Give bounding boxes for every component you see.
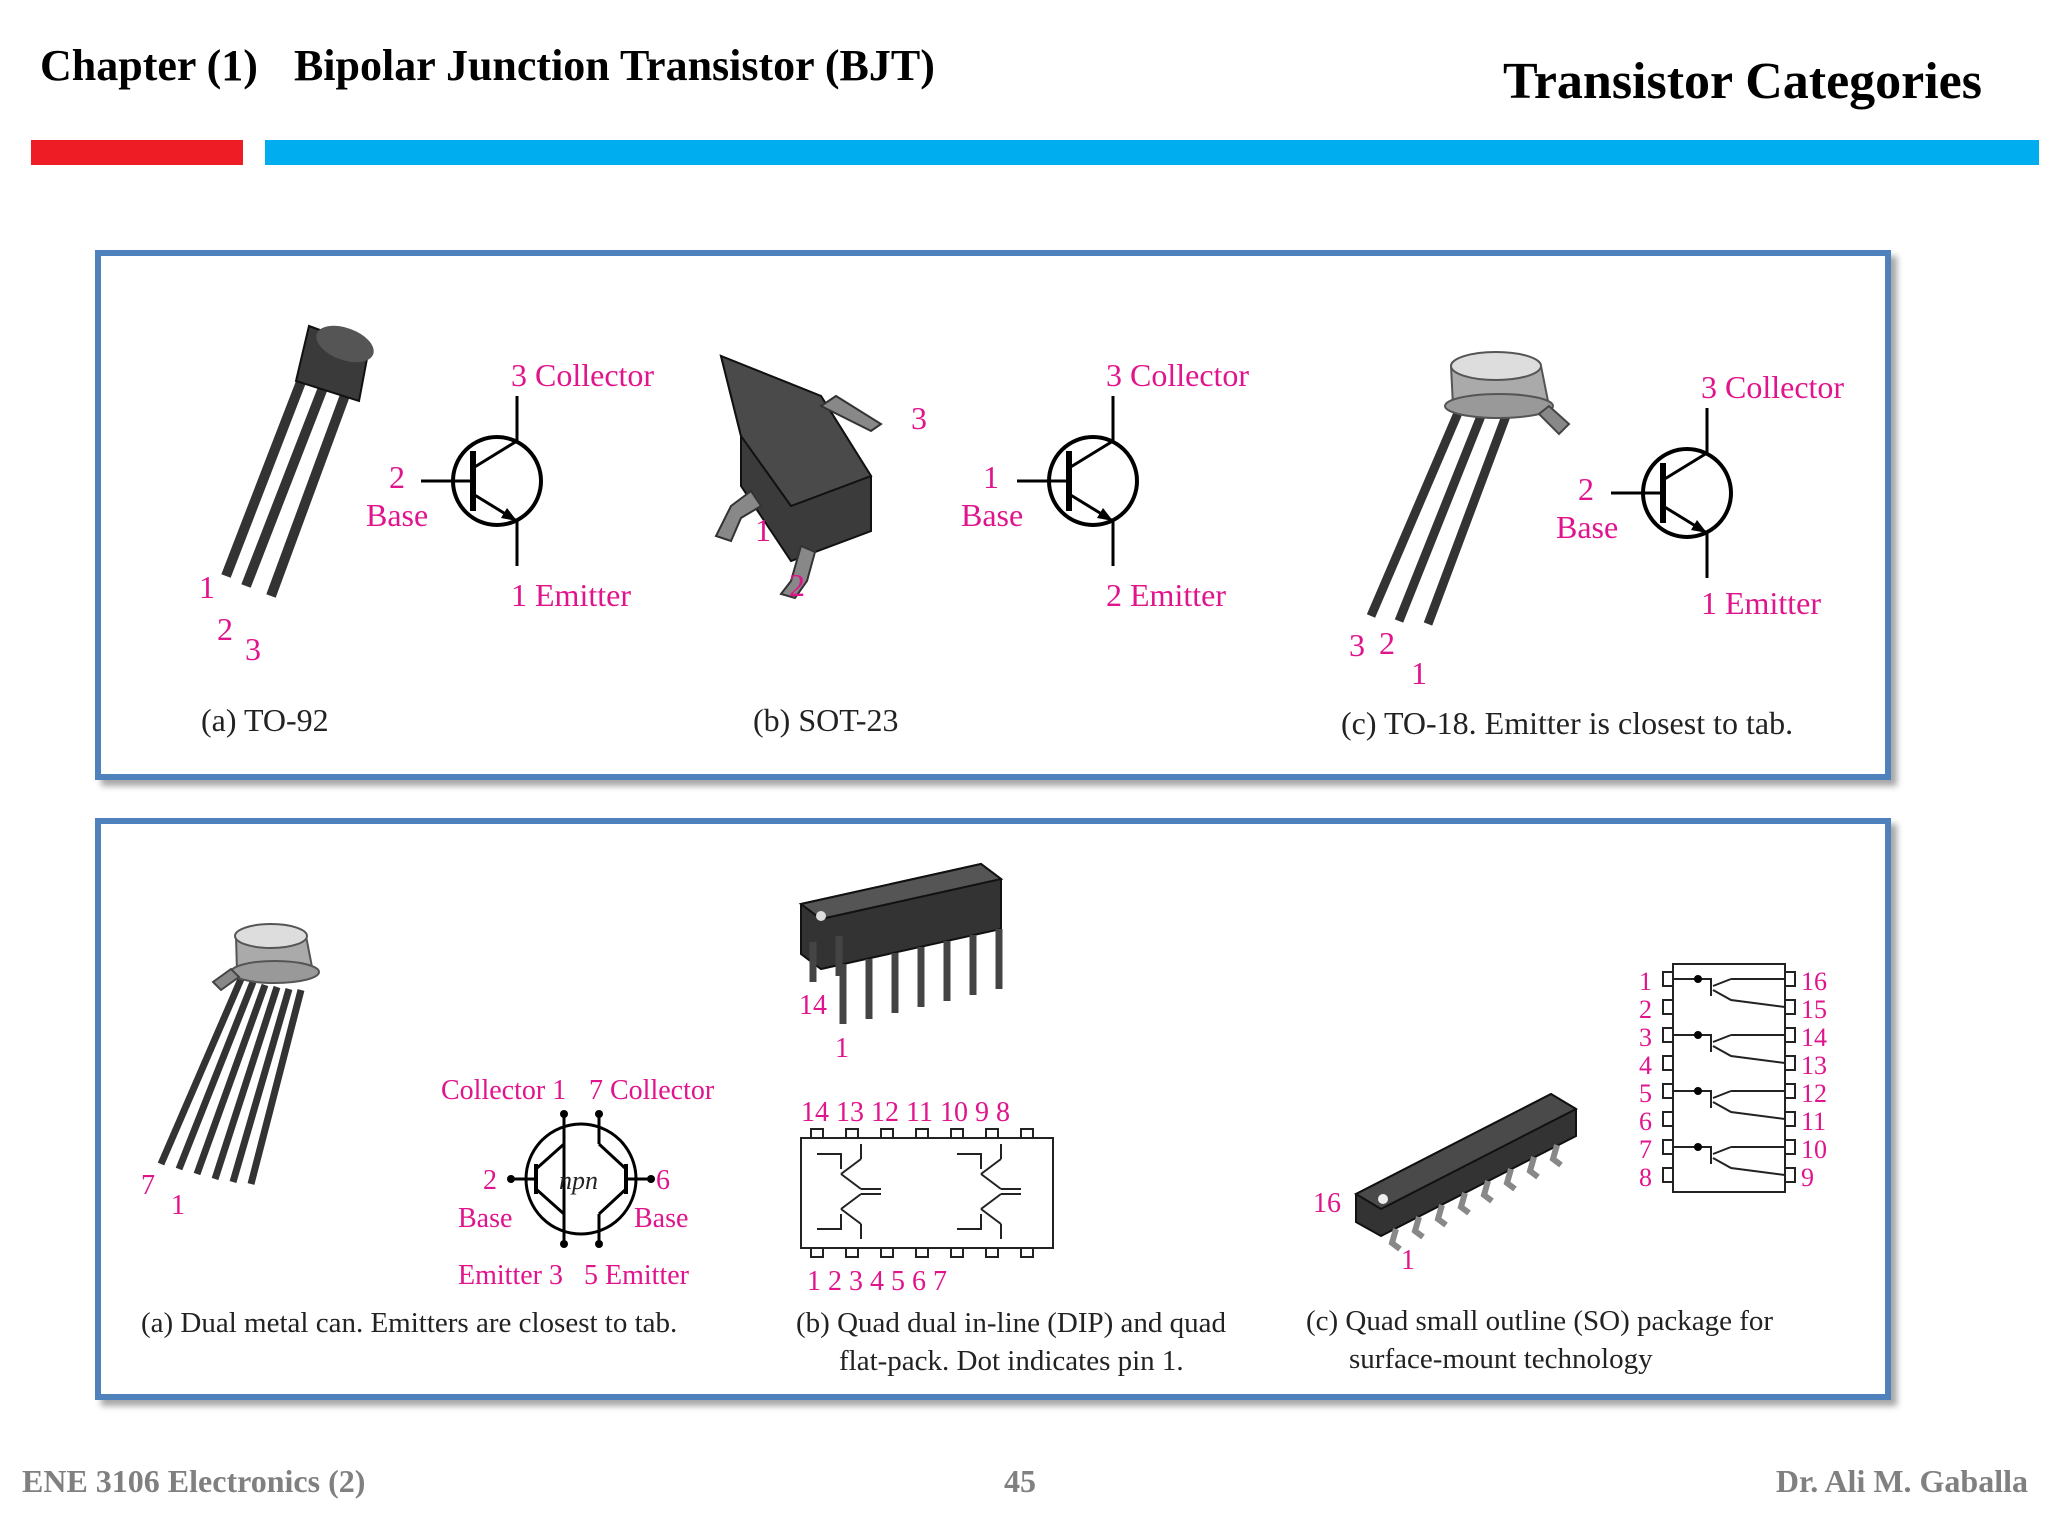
- dip-caption-line2: flat-pack. Dot indicates pin 1.: [839, 1345, 1184, 1377]
- dual-emitter-right: 5 Emitter: [584, 1260, 690, 1291]
- dual-npn-label: npn: [559, 1166, 598, 1195]
- to18-base-number: 2: [1578, 471, 1594, 507]
- dual-base-left-label: Base: [458, 1203, 512, 1234]
- chapter-heading: Chapter (1) Bipolar Junction Transistor (…: [40, 40, 935, 91]
- topic-title: Transistor Categories: [1503, 53, 1982, 110]
- dual-npn-symbol: [507, 1110, 655, 1248]
- to92-collector-label: 3 Collector: [511, 357, 654, 393]
- dip-caption-line1: (b) Quad dual in-line (DIP) and quad: [796, 1307, 1227, 1339]
- to18-npn-symbol: [1611, 408, 1733, 578]
- dual-pin7: 7: [141, 1170, 155, 1201]
- dual-caption: (a) Dual metal can. Emitters are closest…: [141, 1307, 677, 1339]
- dip-pin1-label: 1: [835, 1033, 849, 1064]
- sot23-collector-label: 3 Collector: [1106, 357, 1249, 393]
- so-left-pin: 3: [1639, 1023, 1652, 1052]
- dip-schematic: [800, 1128, 1054, 1258]
- to18-pin1: 1: [1411, 655, 1427, 691]
- so-right-pin: 13: [1801, 1051, 1827, 1080]
- footer-page-number: 45: [1004, 1463, 1036, 1499]
- footer-course: ENE 3106 Electronics (2): [22, 1463, 366, 1499]
- dip-top-pin-numbers: 14 13 12 11 10 9 8: [801, 1097, 1010, 1128]
- so-pin16-label: 16: [1313, 1188, 1341, 1219]
- to18-collector-label: 3 Collector: [1701, 369, 1844, 405]
- dual-base-right-number: 6: [656, 1165, 670, 1196]
- to92-pin3: 3: [245, 631, 261, 667]
- so-caption-line2: surface-mount technology: [1349, 1343, 1653, 1375]
- so-left-pin: 1: [1639, 967, 1652, 996]
- so-left-pin: 6: [1639, 1107, 1652, 1136]
- sot23-base-number: 1: [983, 459, 999, 495]
- dual-collector-left: Collector 1: [441, 1075, 566, 1106]
- to92-base-label: Base: [366, 497, 428, 533]
- sot23-pin2: 2: [789, 567, 805, 603]
- sot23-package-drawing: [714, 354, 883, 600]
- sot23-base-label: Base: [961, 497, 1023, 533]
- so-package-drawing: [1353, 1092, 1579, 1252]
- so-right-pin: 12: [1801, 1079, 1827, 1108]
- to18-pin2: 2: [1379, 625, 1395, 661]
- sot23-emitter-label: 2 Emitter: [1106, 577, 1226, 613]
- to18-base-label: Base: [1556, 509, 1618, 545]
- to92-base-number: 2: [389, 459, 405, 495]
- so-left-pin: 5: [1639, 1079, 1652, 1108]
- to18-pin3: 3: [1349, 627, 1365, 663]
- chapter-number: Chapter (1): [40, 41, 258, 90]
- so-right-pin: 10: [1801, 1135, 1827, 1164]
- to18-caption: (c) TO-18. Emitter is closest to tab.: [1341, 705, 1793, 741]
- footer-author: Dr. Ali M. Gaballa: [1775, 1463, 2028, 1499]
- so-left-pin: 8: [1639, 1163, 1652, 1192]
- sot23-pin3: 3: [911, 400, 927, 436]
- so-right-pin: 9: [1801, 1163, 1814, 1192]
- to92-pin2: 2: [217, 611, 233, 647]
- so-right-pin-numbers: 16 15 14 13 12 11 10 9: [1801, 967, 1827, 1192]
- to18-package-drawing: [1366, 351, 1571, 626]
- dual-base-left-number: 2: [483, 1165, 497, 1196]
- to92-package-drawing: [221, 324, 374, 598]
- so-left-pin: 7: [1639, 1135, 1652, 1164]
- so-left-pin: 2: [1639, 995, 1652, 1024]
- to92-caption: (a) TO-92: [201, 702, 329, 738]
- so-pin1-label: 1: [1401, 1245, 1415, 1276]
- so-left-pin: 4: [1639, 1051, 1652, 1080]
- blue-accent-bar: [265, 140, 2039, 165]
- so-left-pin-numbers: 1 2 3 4 5 6 7 8: [1639, 967, 1652, 1192]
- sot23-npn-symbol: [1017, 396, 1139, 566]
- sot23-pin1: 1: [755, 512, 771, 548]
- to18-emitter-label: 1 Emitter: [1701, 585, 1821, 621]
- dual-pin1: 1: [171, 1190, 185, 1221]
- to92-emitter-label: 1 Emitter: [511, 577, 631, 613]
- dip-bottom-pin-numbers: 1 2 3 4 5 6 7: [807, 1266, 947, 1297]
- so-caption-line1: (c) Quad small outline (SO) package for: [1306, 1305, 1773, 1337]
- multiple-transistor-packages-panel: 7 1 npn Collector 1 7 Collector 2 Base 6…: [95, 818, 1891, 1400]
- to92-pin1: 1: [199, 569, 215, 605]
- so-right-pin: 14: [1801, 1023, 1827, 1052]
- single-transistor-packages-panel: 3 Collector 2 Base 1 Emitter 1 2 3 (a) T…: [95, 250, 1891, 780]
- so-right-pin: 16: [1801, 967, 1827, 996]
- so-schematic: [1662, 963, 1796, 1193]
- chapter-title: Bipolar Junction Transistor (BJT): [293, 41, 935, 90]
- red-accent-bar: [31, 140, 243, 165]
- to92-npn-symbol: [421, 396, 543, 566]
- dual-metal-can-drawing: [157, 923, 320, 1185]
- sot23-caption: (b) SOT-23: [753, 702, 898, 738]
- dual-emitter-left: Emitter 3: [458, 1260, 563, 1291]
- dip-package-drawing: [798, 862, 1004, 1024]
- so-right-pin: 15: [1801, 995, 1827, 1024]
- dual-collector-right: 7 Collector: [589, 1075, 715, 1106]
- so-right-pin: 11: [1801, 1107, 1826, 1136]
- dual-base-right-label: Base: [634, 1203, 688, 1234]
- dip-pin14-label: 14: [799, 990, 827, 1021]
